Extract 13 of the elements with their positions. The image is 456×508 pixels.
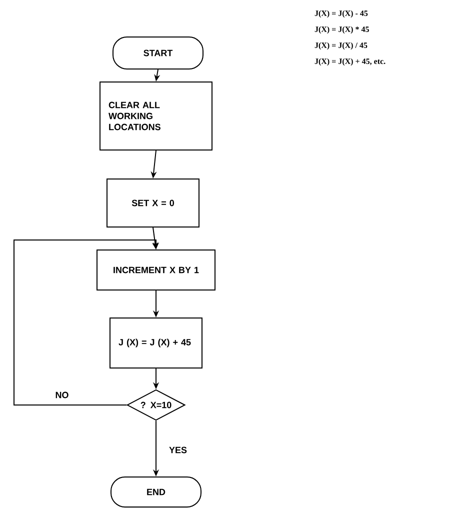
process-box: J (X) = J (X) + 45 — [110, 318, 202, 368]
formula-text: J(X) = J(X) - 45 — [314, 10, 368, 18]
process-box: SET X = 0 — [106, 178, 200, 228]
process-box: INCREMENT X BY 1 — [96, 250, 216, 290]
terminal-box: START — [112, 36, 204, 70]
formula-text: J(X) = J(X) / 45 — [314, 42, 368, 50]
edge-label: NO — [54, 390, 70, 400]
terminal-box: END — [110, 476, 202, 508]
process-box: CLEAR ALL WORKING LOCATIONS — [100, 82, 212, 150]
edge-label: YES — [168, 446, 188, 454]
formula-text: J(X) = J(X) * 45 — [314, 26, 369, 34]
formula-text: J(X) = J(X) + 45, etc. — [314, 58, 386, 66]
arrow — [14, 240, 160, 406]
